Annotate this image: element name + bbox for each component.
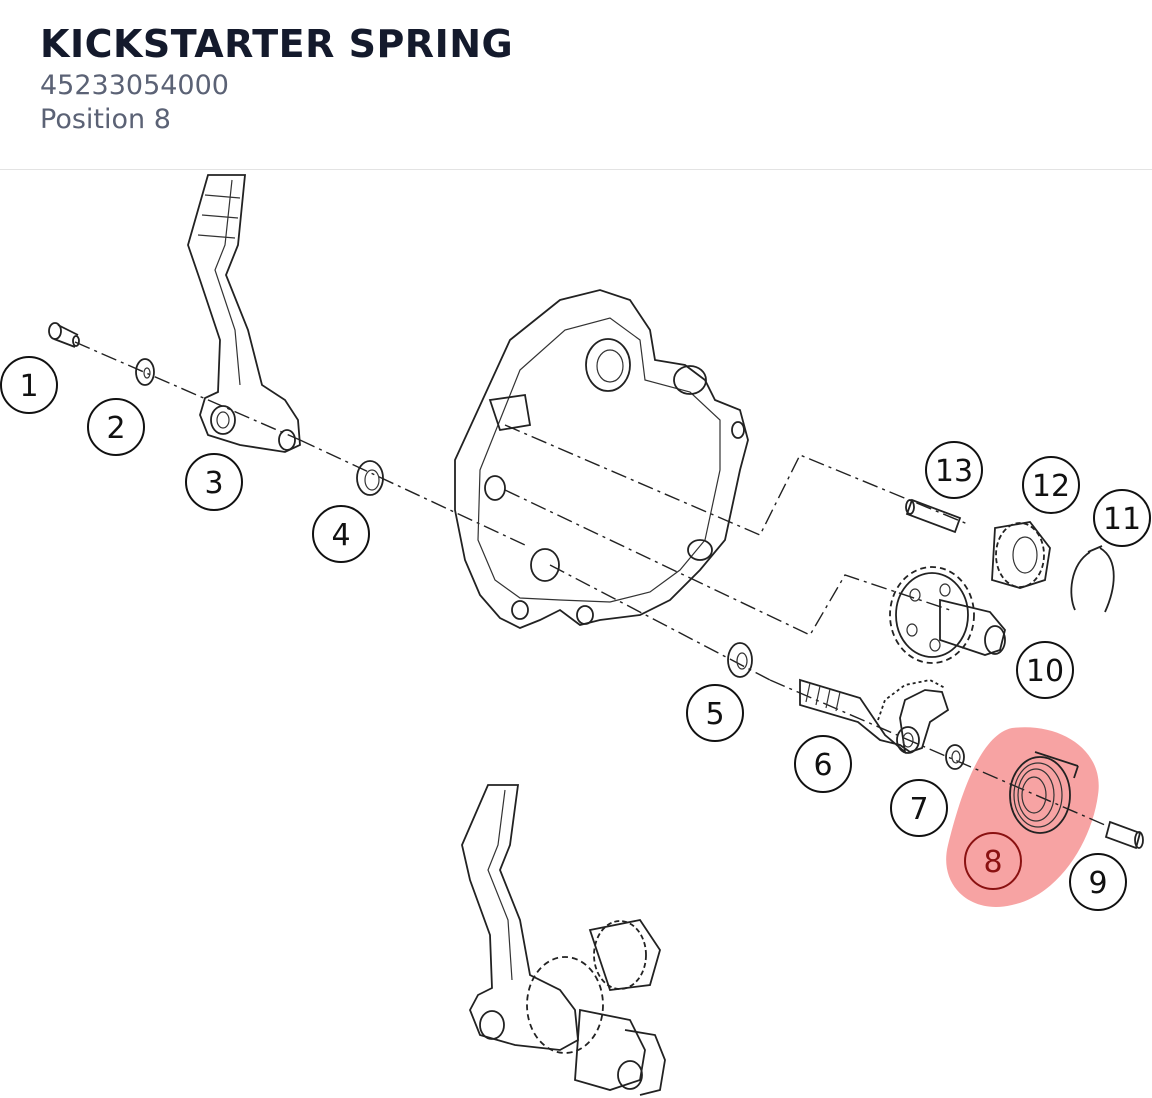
- callout-3[interactable]: 3: [185, 453, 243, 511]
- svg-text:8: 8: [983, 845, 1002, 880]
- svg-text:1: 1: [19, 369, 38, 404]
- circlip-part: [1070, 545, 1115, 613]
- callout-4[interactable]: 4: [312, 505, 370, 563]
- callout-5[interactable]: 5: [686, 684, 744, 742]
- kickstarter-lever-part: [187, 174, 301, 453]
- pin-part: [1104, 820, 1144, 850]
- washer-part: [135, 358, 155, 386]
- svg-text:3: 3: [204, 466, 223, 501]
- svg-text:6: 6: [813, 748, 832, 783]
- svg-text:7: 7: [909, 792, 928, 827]
- callout-2[interactable]: 2: [87, 398, 145, 456]
- callout-9[interactable]: 9: [1069, 853, 1127, 911]
- idler-gear-part: [991, 521, 1051, 589]
- small-washer-part: [945, 744, 965, 770]
- axis-lines: [74, 341, 1106, 826]
- assembly-preview: [461, 784, 666, 1096]
- part-header: KICKSTARTER SPRING 45233054000 Position …: [0, 0, 1152, 170]
- callout-11[interactable]: 11: [1093, 489, 1151, 547]
- callout-7[interactable]: 7: [890, 779, 948, 837]
- callout-10[interactable]: 10: [1016, 641, 1074, 699]
- svg-text:10: 10: [1026, 654, 1064, 689]
- dowel-pin-part: [905, 498, 962, 534]
- bolt-part: [48, 322, 80, 348]
- part-position: Position 8: [40, 104, 171, 135]
- kickstarter-spring-part: [1009, 751, 1079, 834]
- seal-ring-part: [356, 460, 384, 496]
- callout-8[interactable]: 8: [964, 832, 1022, 890]
- svg-text:2: 2: [106, 411, 125, 446]
- svg-text:11: 11: [1103, 502, 1141, 537]
- svg-text:13: 13: [935, 454, 973, 489]
- part-number: 45233054000: [40, 70, 229, 101]
- thrust-washer-part: [727, 642, 753, 678]
- kickstarter-shaft-part: [799, 678, 950, 755]
- part-title: KICKSTARTER SPRING: [40, 22, 514, 66]
- callouts: 1 2 3 4 5 6 7 8: [0, 356, 1151, 911]
- svg-text:5: 5: [705, 697, 724, 732]
- svg-text:4: 4: [331, 518, 350, 553]
- svg-text:9: 9: [1088, 866, 1107, 901]
- callout-6[interactable]: 6: [794, 735, 852, 793]
- callout-13[interactable]: 13: [925, 441, 983, 499]
- intermediate-gear-part: [889, 566, 1006, 664]
- svg-text:12: 12: [1032, 469, 1070, 504]
- callout-12[interactable]: 12: [1022, 456, 1080, 514]
- engine-cover-part: [454, 289, 749, 629]
- callout-1[interactable]: 1: [0, 356, 58, 414]
